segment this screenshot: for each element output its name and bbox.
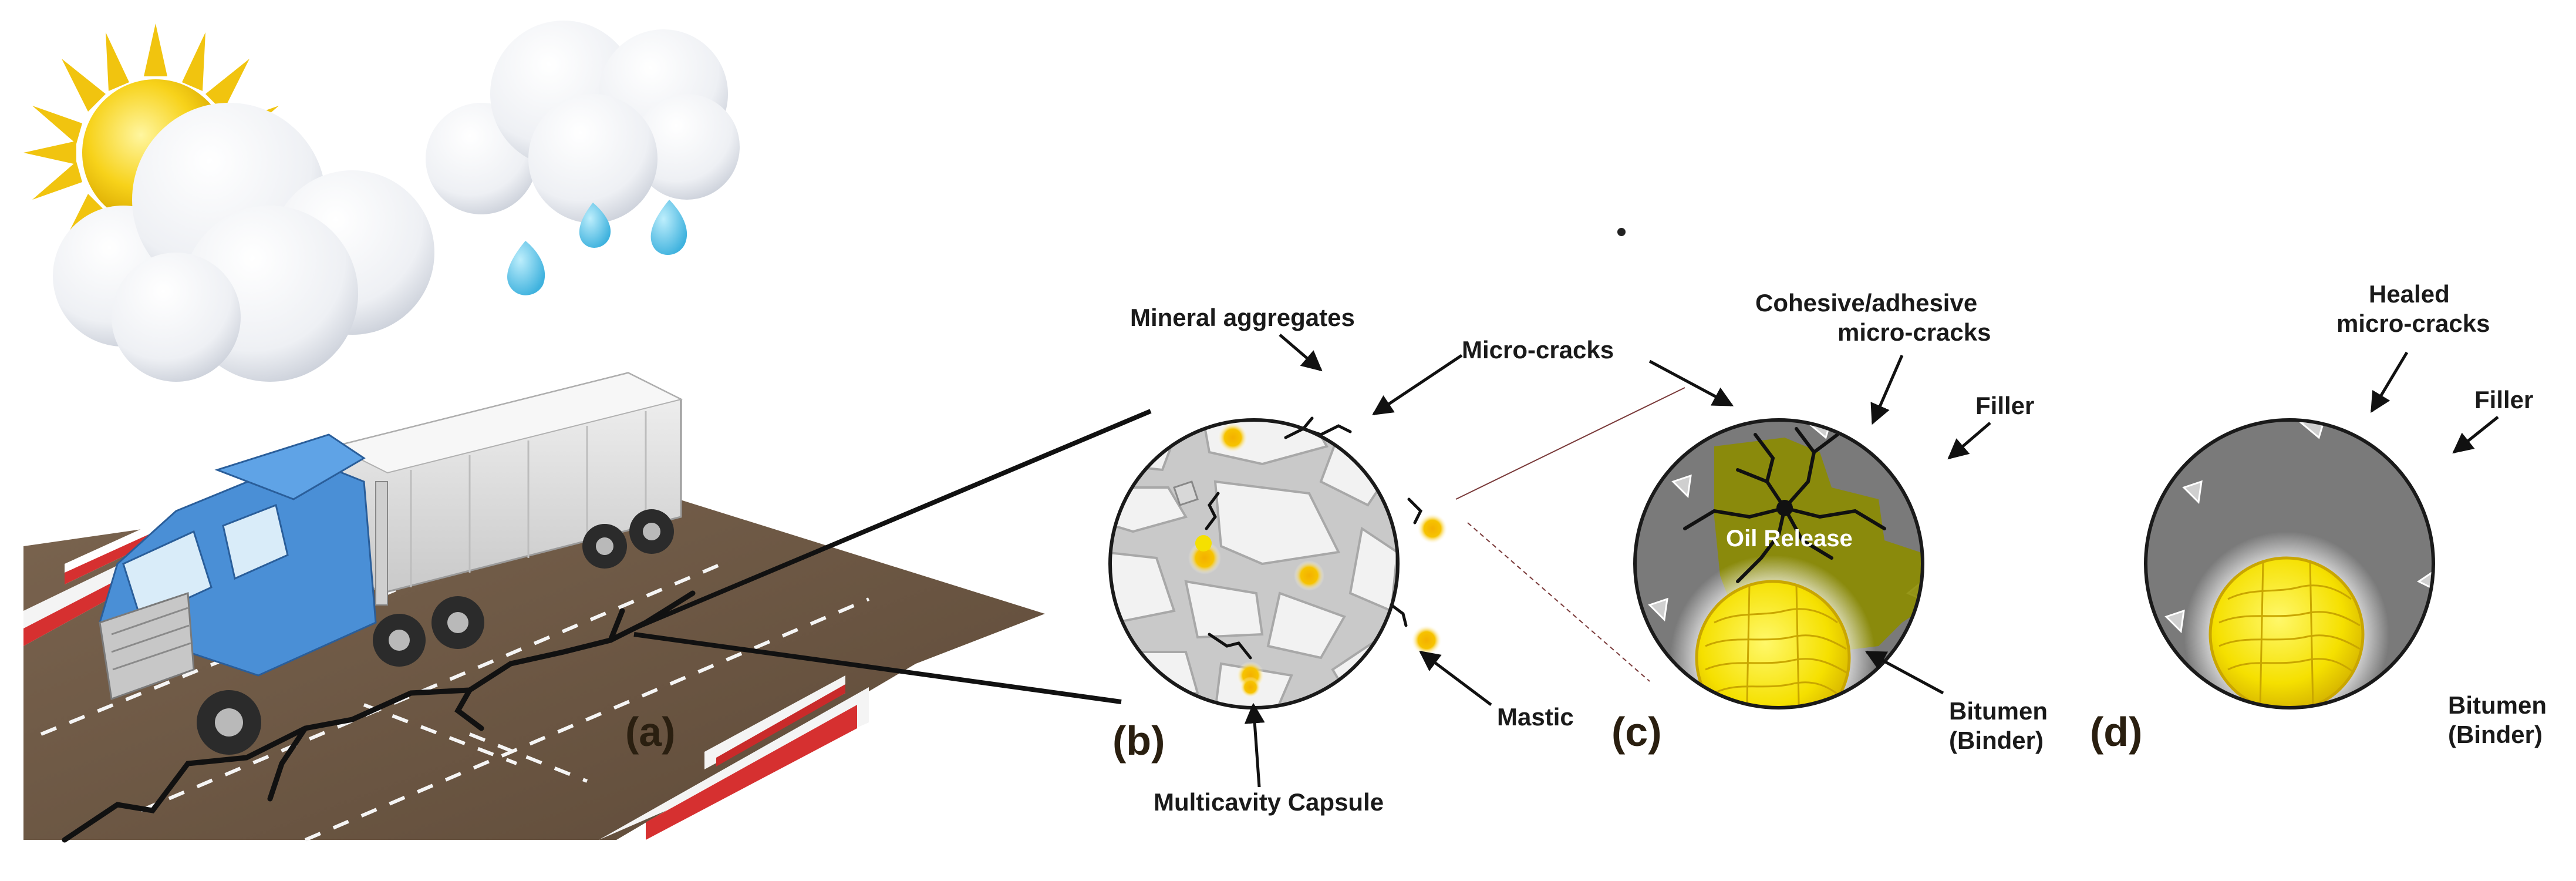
label-mineral-aggregates: Mineral aggregates bbox=[1130, 304, 1355, 331]
truck-icon bbox=[99, 372, 683, 755]
healed-circle bbox=[2144, 418, 2435, 709]
oil-release-circle bbox=[1633, 418, 1924, 709]
microstructure-circle bbox=[1108, 416, 1448, 709]
truck-wheels bbox=[197, 509, 674, 755]
rain-drops bbox=[507, 200, 687, 295]
dot-marker bbox=[1617, 228, 1626, 236]
label-binder-d: (Binder) bbox=[2448, 721, 2543, 748]
capsule-d bbox=[2209, 556, 2365, 708]
micro-cracks-b bbox=[1205, 416, 1423, 660]
label-mastic: Mastic bbox=[1497, 703, 1574, 731]
label-healed-line2: micro-cracks bbox=[2336, 310, 2490, 337]
capsule-c bbox=[1695, 580, 1851, 708]
label-cohesive-line1: Cohesive/adhesive bbox=[1755, 289, 1977, 317]
annotation-arrows bbox=[1244, 334, 2499, 788]
cloud-icon bbox=[53, 103, 434, 382]
label-micro-cracks: Micro-cracks bbox=[1462, 336, 1614, 364]
label-multicavity-capsule: Multicavity Capsule bbox=[1154, 788, 1384, 816]
label-filler-c: Filler bbox=[1975, 392, 2034, 419]
label-bitumen-c: Bitumen bbox=[1949, 697, 2048, 725]
label-filler-d: Filler bbox=[2474, 386, 2533, 413]
right-barrier bbox=[599, 675, 869, 840]
panel-label-a: (a) bbox=[625, 709, 676, 755]
panel-label-d: (d) bbox=[2090, 709, 2142, 755]
label-cohesive-line2: micro-cracks bbox=[1837, 318, 1991, 346]
zoom-lines bbox=[633, 409, 1152, 704]
multicavity-capsules bbox=[1188, 422, 1448, 698]
label-healed-line1: Healed bbox=[2369, 280, 2450, 308]
label-bitumen-d: Bitumen bbox=[2448, 691, 2547, 719]
zoom-lines-c bbox=[1455, 387, 1685, 682]
road-crack bbox=[62, 590, 696, 843]
panel-label-c: (c) bbox=[1611, 709, 1662, 755]
rain-cloud-icon bbox=[426, 21, 740, 295]
panel-label-b: (b) bbox=[1112, 718, 1165, 764]
micro-cracks-c bbox=[1683, 427, 1886, 583]
label-binder-c: (Binder) bbox=[1949, 727, 2044, 754]
label-oil-release: Oil Release bbox=[1726, 526, 1853, 552]
